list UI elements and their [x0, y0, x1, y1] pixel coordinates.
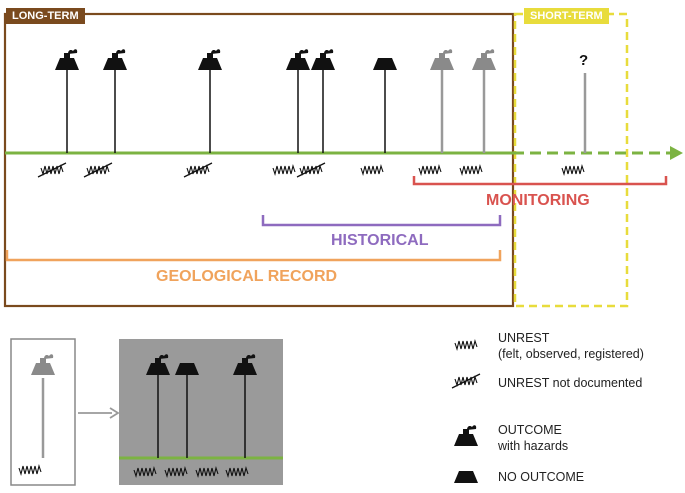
- long-term-tag: LONG-TERM: [6, 8, 85, 24]
- short-term-box: [513, 12, 629, 308]
- volcano-outcome-gray-icon: [472, 49, 496, 70]
- legend-outcome-sub: with hazards: [498, 439, 569, 453]
- monitoring-bracket: [412, 176, 668, 186]
- unrest-icon: [561, 165, 585, 175]
- unrest-icon: [272, 165, 296, 175]
- legend-no-outcome: NO OUTCOME: [498, 470, 585, 484]
- unrest-not-documented-icon: [83, 162, 113, 178]
- long-term-box: [3, 12, 515, 308]
- volcano-outcome-gray-icon: [430, 49, 454, 70]
- legend-unrest-label: UNREST: [498, 331, 550, 345]
- timeline-arrowhead: [670, 146, 683, 160]
- legend-unrest-icon: [454, 340, 478, 350]
- legend-unrest-not-documented: UNREST not documented: [498, 376, 643, 390]
- unrest-icon: [459, 165, 483, 175]
- historical-label: HISTORICAL: [331, 232, 429, 249]
- legend-no-outcome-icon: [454, 471, 478, 483]
- unrest-not-documented-icon: [183, 162, 213, 178]
- legend-unrest-not-documented-icon: [451, 373, 481, 389]
- volcano-outcome-icon: [286, 49, 310, 70]
- unrest-icon: [418, 165, 442, 175]
- volcano-outcome-icon: [311, 49, 335, 70]
- legend-unrest-sub: (felt, observed, registered): [498, 347, 644, 361]
- short-term-tag: SHORT-TERM: [524, 8, 609, 24]
- volcano-outcome-icon: [55, 49, 79, 70]
- monitoring-label: MONITORING: [486, 192, 590, 209]
- historical-bracket: [261, 215, 502, 227]
- volcano-no-outcome-icon: [373, 58, 397, 70]
- legend-outcome-label: OUTCOME: [498, 423, 562, 437]
- volcano-outcome-icon: [198, 49, 222, 70]
- event-stems: [66, 70, 587, 153]
- unrest-icon: [360, 165, 384, 175]
- inset-multi-event-box: [119, 339, 283, 485]
- geological-record-bracket: [5, 250, 502, 262]
- legend-outcome-icon: [454, 425, 478, 446]
- unrest-not-documented-icon: [296, 162, 326, 178]
- volcano-outcome-icon: [103, 49, 127, 70]
- unrest-not-documented-icon: [37, 162, 67, 178]
- question-mark: ?: [579, 52, 589, 69]
- geological-record-label: GEOLOGICAL RECORD: [156, 268, 338, 285]
